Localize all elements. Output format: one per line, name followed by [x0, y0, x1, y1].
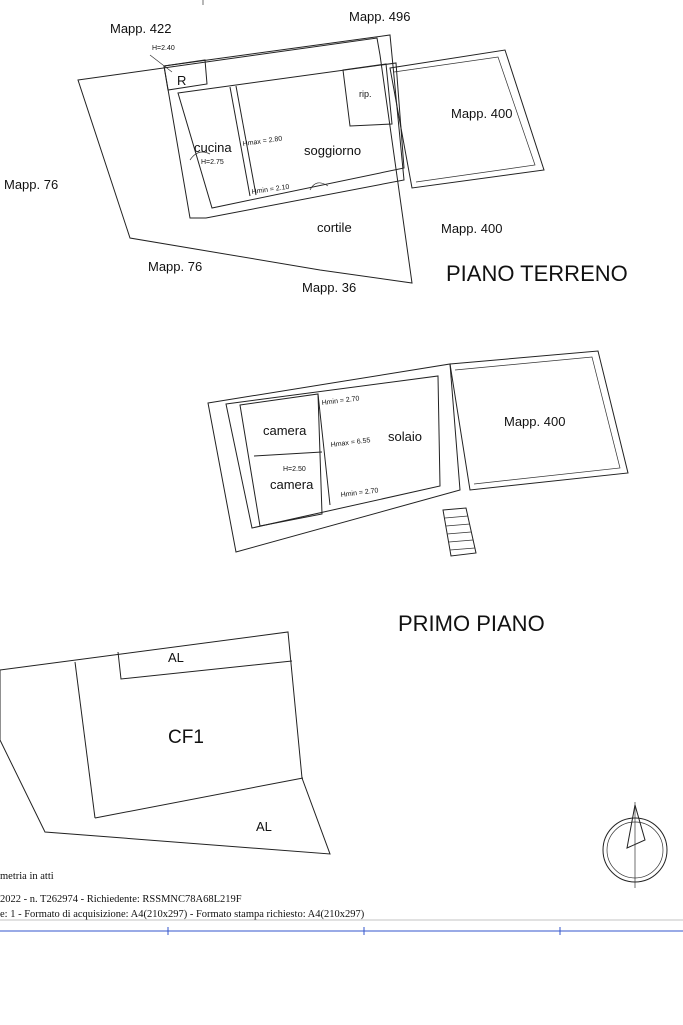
site-al-top-strip [117, 651, 293, 680]
partition-cucina-2 [235, 85, 257, 196]
label-mapp-76-a: Mapp. 76 [4, 177, 58, 192]
camera-partition [253, 451, 323, 457]
label-hmin-soggiorno: Hmin = 2.10 [251, 184, 290, 196]
building-inner-wall [177, 62, 405, 209]
north-arrow-icon [602, 802, 668, 888]
mapp-400-block [389, 49, 545, 189]
label-soggiorno: soggiorno [304, 143, 361, 158]
label-h-r: H=2.40 [152, 45, 175, 52]
label-mapp-400-a: Mapp. 400 [451, 106, 512, 121]
footer: metria in atti 2022 - n. T262974 - Richi… [0, 871, 683, 935]
building-outer-wall [163, 34, 405, 219]
label-mapp-36: Mapp. 36 [302, 280, 356, 295]
label-camera-2: camera [270, 477, 314, 492]
first-mapp-400-block [449, 350, 629, 491]
label-hmin-bottom: Hmin = 2.70 [340, 487, 379, 499]
label-al-bottom: AL [256, 819, 272, 834]
site-left-boundary [74, 661, 96, 819]
label-room-r: R [177, 73, 186, 88]
staircase [442, 507, 477, 557]
parcel-outline [77, 37, 413, 284]
title-piano-terreno: PIANO TERRENO [446, 261, 628, 286]
label-cortile: cortile [317, 220, 352, 235]
title-primo-piano: PRIMO PIANO [398, 611, 545, 636]
solaio-partition [317, 393, 331, 506]
ground-floor-plan: Mapp. 422 Mapp. 496 Mapp. 400 Mapp. 400 … [4, 9, 628, 295]
label-first-mapp-400: Mapp. 400 [504, 414, 565, 429]
footer-line-2: 2022 - n. T262974 - Richiedente: RSSMNC7… [0, 894, 242, 905]
site-cf1-bottom [94, 777, 304, 819]
first-mapp-400-inner [454, 356, 621, 485]
label-rip: rip. [359, 89, 372, 99]
label-hmin-top: Hmin = 2.70 [321, 395, 360, 407]
door-arc-2 [309, 182, 329, 191]
label-mapp-76-b: Mapp. 76 [148, 259, 202, 274]
camera-block [239, 393, 323, 527]
footer-line-1: metria in atti [0, 871, 54, 882]
label-hmax-soggiorno: Hmax = 2.80 [242, 135, 283, 147]
label-hmax-solaio: Hmax = 6.55 [330, 437, 371, 449]
first-floor-outer [207, 363, 461, 553]
site-parcel-outline [0, 631, 331, 855]
label-cucina: cucina [194, 140, 232, 155]
mapp-400-inner [393, 56, 536, 183]
label-mapp-400-b: Mapp. 400 [441, 221, 502, 236]
site-plan: AL CF1 AL [0, 631, 331, 855]
label-cf1: CF1 [168, 727, 204, 748]
first-floor-inner [225, 375, 441, 529]
label-solaio: solaio [388, 429, 422, 444]
label-mapp-422: Mapp. 422 [110, 21, 171, 36]
label-h-cucina: H=2.75 [201, 159, 224, 166]
first-floor-plan: Mapp. 400 camera H=2.50 camera Hmin = 2.… [207, 350, 629, 636]
room-r-leader [149, 54, 173, 73]
label-al-top: AL [168, 650, 184, 665]
room-r [163, 59, 208, 91]
room-rip [342, 63, 393, 127]
door-arc-1 [189, 151, 211, 161]
partition-cucina [229, 86, 251, 197]
footer-line-3: e: 1 - Formato di acquisizione: A4(210x2… [0, 909, 365, 920]
label-camera-1: camera [263, 423, 307, 438]
label-h-camera: H=2.50 [283, 466, 306, 473]
label-mapp-496: Mapp. 496 [349, 9, 410, 24]
